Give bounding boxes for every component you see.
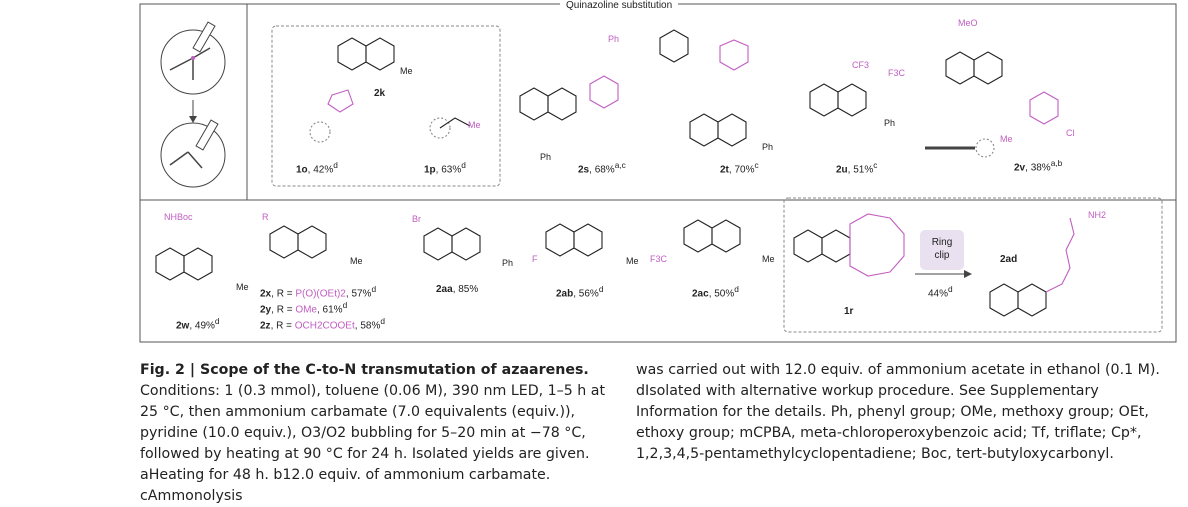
caption-text-left: Conditions: 1 (0.3 mmol), toluene (0.06 … (140, 383, 606, 504)
compound-label-2w: 2w, 49%d (176, 316, 220, 332)
figure-caption-left: Fig. 2 | Scope of the C-to-N transmutati… (140, 360, 610, 507)
ring-clip-line2: clip (934, 250, 950, 261)
atom-label: Me (468, 120, 481, 130)
ring-clip-badge: Ring clip (920, 230, 964, 270)
compound-label-2x: 2x, R = P(O)(OEt)2, 57%d (260, 284, 377, 300)
atom-label: R (262, 212, 269, 222)
atom-label: F3C (650, 254, 668, 264)
compound-id-1r: 1r (844, 306, 854, 317)
compound-label-1o: 1o, 42%d (296, 160, 338, 176)
ring-clip-yield: 44%d (928, 284, 953, 300)
atom-label: Me (626, 256, 639, 266)
atom-label: F (532, 254, 538, 264)
compound-id-2ad: 2ad (1000, 254, 1018, 265)
section-title: Quinazoline substitution (560, 0, 679, 11)
caption-text-right: was carried out with 12.0 equiv. of ammo… (636, 362, 1160, 462)
atom-label: MeO (958, 18, 978, 28)
atom-label: Ph (884, 118, 896, 128)
compound-label-2aa: 2aa, 85% (436, 284, 479, 295)
compound-label-2ac: 2ac, 50%d (692, 284, 739, 300)
atom-label: Ph (762, 142, 774, 152)
atom-label: Br (412, 214, 421, 224)
atom-label: NHBoc (164, 212, 193, 222)
compound-label-2t: 2t, 70%c (720, 160, 759, 176)
atom-label: Ph (608, 34, 620, 44)
compound-id-2k: 2k (374, 88, 386, 99)
ring-clip-line1: Ring (931, 237, 953, 248)
compound-label-2s: 2s, 68%a,c (578, 160, 626, 176)
atom-label: Me (762, 254, 775, 264)
figure-canvas (139, 3, 1177, 343)
figure-caption-right: was carried out with 12.0 equiv. of ammo… (636, 360, 1176, 465)
atom-label: NH2 (1088, 210, 1107, 220)
atom-label: Cl (1066, 128, 1075, 138)
atom-label: Me (350, 256, 363, 266)
atom-label: CF3 (852, 60, 870, 70)
compound-label-2v: 2v, 38%a,b (1014, 158, 1063, 174)
compound-label-1p: 1p, 63%d (424, 160, 466, 176)
compound-label-2u: 2u, 51%c (836, 160, 878, 176)
atom-label: Ph (502, 258, 514, 268)
transmutation-icon (160, 21, 226, 188)
atom-label: Me (400, 66, 413, 76)
atom-label: Me (236, 282, 249, 292)
atom-label: Ph (540, 152, 552, 162)
compound-label-2y: 2y, R = OMe, 61%d (260, 300, 348, 316)
atom-label: Me (1000, 134, 1013, 144)
figure-label: Fig. 2 | Scope of the C-to-N transmutati… (140, 362, 589, 378)
atom-label: F3C (888, 68, 906, 78)
compound-label-2ab: 2ab, 56%d (556, 284, 604, 300)
compound-label-2z: 2z, R = OCH2COOEt, 58%d (260, 316, 385, 332)
